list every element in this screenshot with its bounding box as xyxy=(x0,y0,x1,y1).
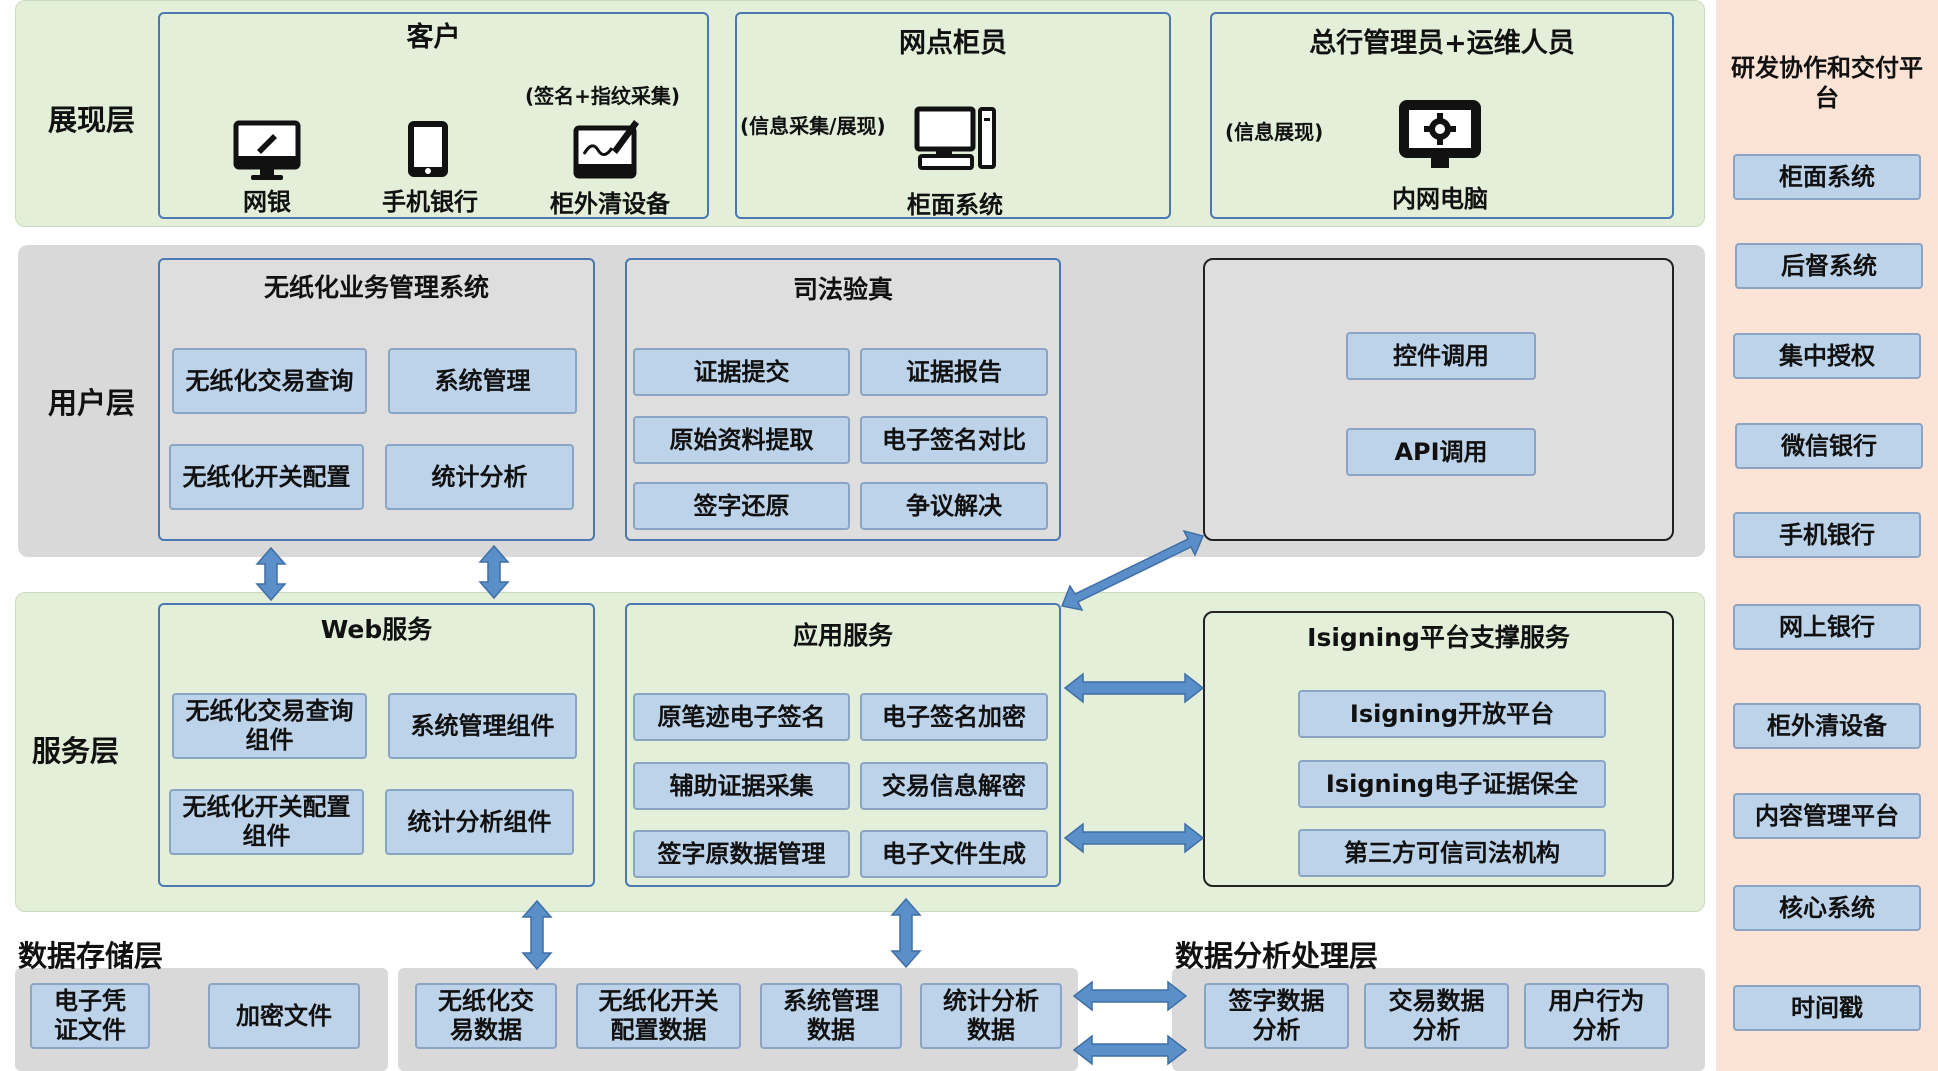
sidebar-item-core-system[interactable]: 核心系统 xyxy=(1733,885,1921,931)
e-signature-compare-button[interactable]: 电子签名对比 xyxy=(860,416,1048,464)
teller-note: (信息采集/展现) xyxy=(740,114,886,138)
sidebar-item-content-management[interactable]: 内容管理平台 xyxy=(1733,793,1921,839)
paperless-switch-config-data-button[interactable]: 无纸化开关配置数据 xyxy=(576,983,741,1049)
e-voucher-file-button[interactable]: 电子凭证文件 xyxy=(30,983,150,1049)
layer-title-service: 服务层 xyxy=(32,734,120,768)
signature-pad-icon xyxy=(572,114,642,180)
e-document-generate-button[interactable]: 电子文件生成 xyxy=(860,830,1048,878)
system-management-component-button[interactable]: 系统管理组件 xyxy=(388,693,577,759)
third-party-judicial-button[interactable]: 第三方可信司法机构 xyxy=(1298,829,1606,877)
app-service-title: 应用服务 xyxy=(792,621,893,650)
layer-title-user: 用户层 xyxy=(48,386,136,420)
paperless-switch-config-component-button[interactable]: 无纸化开关配置组件 xyxy=(169,789,364,855)
system-management-data-button[interactable]: 系统管理数据 xyxy=(760,983,902,1049)
isigning-platform-title: Isigning平台支撑服务 xyxy=(1307,623,1570,652)
user-behavior-analysis-button[interactable]: 用户行为分析 xyxy=(1524,983,1669,1049)
customer-title: 客户 xyxy=(406,21,461,53)
paperless-query-button[interactable]: 无纸化交易查询 xyxy=(172,348,367,414)
sidebar-item-counter-system[interactable]: 柜面系统 xyxy=(1733,154,1921,200)
signature-data-analysis-button[interactable]: 签字数据分析 xyxy=(1204,983,1349,1049)
statistics-data-button[interactable]: 统计分析数据 xyxy=(920,983,1062,1049)
isigning-evidence-preserve-button[interactable]: Isigning电子证据保全 xyxy=(1298,760,1606,808)
arrow-storage-analysis-top xyxy=(1072,980,1188,1012)
judicial-verification-title: 司法验真 xyxy=(792,275,893,304)
signature-restore-button[interactable]: 签字还原 xyxy=(633,482,850,530)
evidence-report-button[interactable]: 证据报告 xyxy=(860,348,1048,396)
dispute-resolution-button[interactable]: 争议解决 xyxy=(860,482,1048,530)
auxiliary-evidence-collect-button[interactable]: 辅助证据采集 xyxy=(633,762,850,810)
transaction-data-analysis-button[interactable]: 交易数据分析 xyxy=(1364,983,1509,1049)
customer-group xyxy=(158,12,709,219)
paperless-query-component-button[interactable]: 无纸化交易查询组件 xyxy=(172,693,367,759)
sidebar-item-central-auth[interactable]: 集中授权 xyxy=(1733,333,1921,379)
teller-item-counter-system: 柜面系统 xyxy=(907,190,1003,219)
handwritten-e-signature-button[interactable]: 原笔迹电子签名 xyxy=(633,693,850,741)
admin-note: (信息展现) xyxy=(1225,120,1324,144)
paperless-transaction-data-button[interactable]: 无纸化交易数据 xyxy=(415,983,557,1049)
customer-item-mobilebank: 手机银行 xyxy=(382,187,478,216)
layer-title-storage: 数据存储层 xyxy=(18,939,164,973)
admin-item-intranet-pc: 内网电脑 xyxy=(1392,184,1488,213)
customer-item-ebank: 网银 xyxy=(243,187,291,216)
customer-item-counter-device: 柜外清设备 xyxy=(550,189,670,218)
teller-title: 网点柜员 xyxy=(899,27,1007,59)
system-management-button[interactable]: 系统管理 xyxy=(388,348,577,414)
transaction-decrypt-button[interactable]: 交易信息解密 xyxy=(860,762,1048,810)
desktop-pc-icon xyxy=(914,106,998,172)
customer-note: (签名+指纹采集) xyxy=(525,84,681,108)
statistics-button[interactable]: 统计分析 xyxy=(385,444,574,510)
signature-raw-data-manage-button[interactable]: 签字原数据管理 xyxy=(633,830,850,878)
sidebar-title: 研发协作和交付平台 xyxy=(1731,54,1923,112)
paperless-switch-config-button[interactable]: 无纸化开关配置 xyxy=(169,444,364,510)
evidence-submit-button[interactable]: 证据提交 xyxy=(633,348,850,396)
admin-title: 总行管理员+运维人员 xyxy=(1309,27,1575,59)
paperless-system-title: 无纸化业务管理系统 xyxy=(263,273,489,302)
web-service-title: Web服务 xyxy=(320,615,433,644)
sidebar-item-online-bank[interactable]: 网上银行 xyxy=(1733,604,1921,650)
control-invoke-button[interactable]: 控件调用 xyxy=(1346,332,1536,380)
sidebar-item-counter-device[interactable]: 柜外清设备 xyxy=(1733,703,1921,749)
encrypted-file-button[interactable]: 加密文件 xyxy=(208,983,360,1049)
sidebar-item-mobile-bank[interactable]: 手机银行 xyxy=(1733,512,1921,558)
monitor-gear-icon xyxy=(1397,98,1483,174)
e-signature-encrypt-button[interactable]: 电子签名加密 xyxy=(860,693,1048,741)
arrow-storage-analysis-bottom xyxy=(1072,1034,1188,1066)
statistics-component-button[interactable]: 统计分析组件 xyxy=(385,789,574,855)
imac-icon xyxy=(233,120,301,182)
layer-title-analysis: 数据分析处理层 xyxy=(1175,939,1379,973)
sidebar-item-wechat-bank[interactable]: 微信银行 xyxy=(1735,423,1923,469)
isigning-open-platform-button[interactable]: Isigning开放平台 xyxy=(1298,690,1606,738)
raw-data-extract-button[interactable]: 原始资料提取 xyxy=(633,416,850,464)
smartphone-icon xyxy=(405,118,451,180)
control-api-group xyxy=(1203,258,1674,541)
sidebar-item-post-supervision[interactable]: 后督系统 xyxy=(1735,243,1923,289)
sidebar-item-timestamp[interactable]: 时间戳 xyxy=(1733,985,1921,1031)
layer-title-presentation: 展现层 xyxy=(48,103,136,137)
api-invoke-button[interactable]: API调用 xyxy=(1346,428,1536,476)
